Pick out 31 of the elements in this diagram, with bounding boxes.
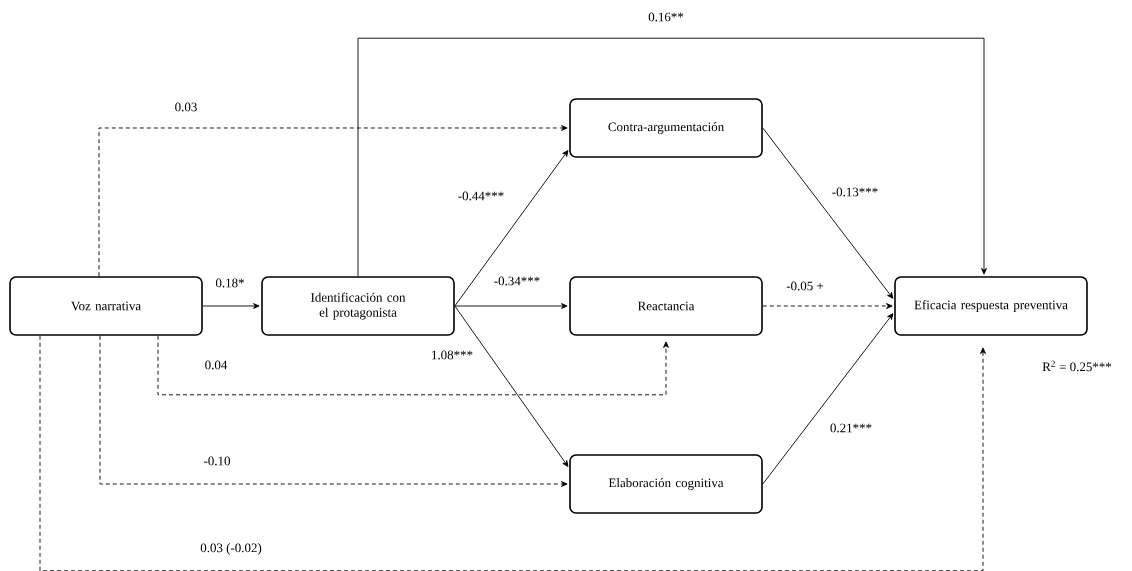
arrow	[762, 127, 894, 299]
edge-label: 0.16**	[647, 11, 685, 23]
arrow	[762, 303, 893, 309]
edge-label: 0.18*	[214, 277, 246, 289]
process-box: Identificación con el protagonista	[261, 276, 455, 336]
edge-label: 0.03	[173, 101, 199, 113]
arrow	[202, 303, 260, 309]
arrow	[762, 313, 894, 485]
edge-label: 0.21***	[828, 422, 874, 434]
arrow	[454, 150, 569, 307]
arrow	[454, 303, 568, 309]
edge-label: 0.03 (-0.02)	[199, 542, 263, 556]
arrow	[39, 335, 986, 571]
process-box: Reactancia	[569, 276, 763, 336]
arrow	[157, 335, 669, 396]
edge-label: -0.44***	[456, 190, 506, 202]
edge-label: 1.08***	[429, 349, 475, 361]
note-label: R$^{2}$ = 0.25***	[1042, 360, 1112, 372]
process-box: Eficacia respuesta preventiva	[894, 276, 1088, 336]
edge-label: -0.34***	[492, 275, 542, 287]
process-box: Contra-argumentación	[569, 98, 763, 158]
process-box: Voz narrativa	[9, 276, 203, 336]
process-box: Elaboración cognitiva	[569, 454, 763, 514]
arrow	[357, 37, 987, 277]
arrow	[98, 125, 568, 277]
edge-label: 0.04	[203, 359, 229, 371]
edge-label: -0.05 +	[785, 280, 825, 292]
edge-label: -0.10	[202, 455, 232, 467]
arrow	[454, 305, 569, 467]
edge-label: -0.13***	[830, 186, 880, 198]
arrow	[99, 335, 568, 487]
